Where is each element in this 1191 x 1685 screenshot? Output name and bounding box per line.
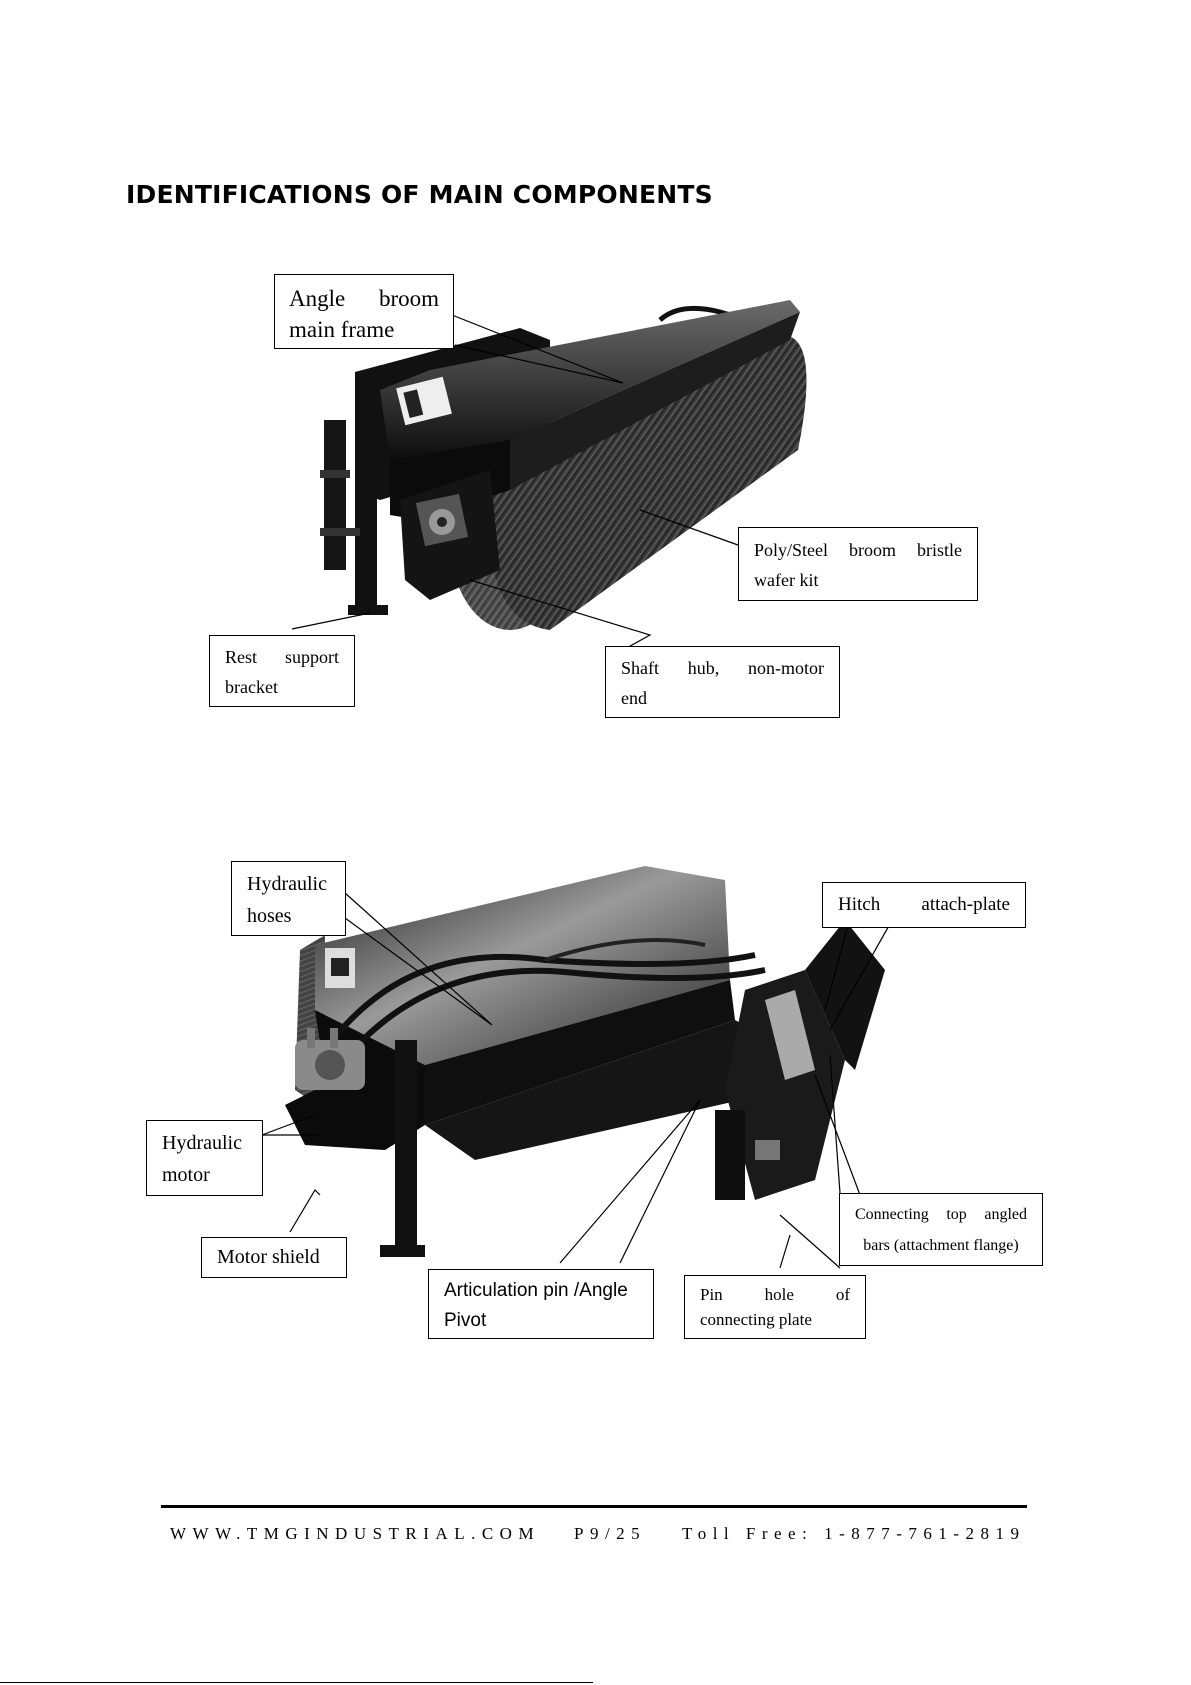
angle-broom-photo-rear: [285, 866, 885, 1257]
callout-rest-support-bracket: Rest support bracket: [209, 635, 355, 707]
angle-broom-photo-front: [320, 300, 807, 630]
callout-bristle-wafer-kit: Poly/Steel broom bristle wafer kit: [738, 527, 978, 601]
callout-connecting-top-angled-bars: Connecting top angled bars (attachment f…: [839, 1193, 1043, 1266]
footer-toll-free: Toll Free: 1-877-761-2819: [682, 1524, 1026, 1543]
footer-page-number: P9/25: [574, 1524, 647, 1543]
page-bottom-line: [0, 1682, 593, 1683]
callout-shaft-hub-non-motor-end: Shaft hub, non-motor end: [605, 646, 840, 718]
callout-hydraulic-hoses: Hydraulic hoses: [231, 861, 346, 936]
page-title: IDENTIFICATIONS OF MAIN COMPONENTS: [126, 180, 713, 209]
callout-angle-broom-main-frame: Angle broom main frame: [274, 274, 454, 349]
callout-articulation-pin-angle-pivot: Articulation pin /Angle Pivot: [428, 1269, 654, 1339]
callout-motor-shield: Motor shield: [201, 1237, 347, 1278]
callout-pin-hole-connecting-plate: Pin hole of connecting plate: [684, 1275, 866, 1339]
callout-hydraulic-motor: Hydraulic motor: [146, 1120, 263, 1196]
footer-website: WWW.TMGINDUSTRIAL.COM: [170, 1524, 541, 1543]
footer-divider: [161, 1505, 1027, 1508]
callout-hitch-attach-plate: Hitch attach-plate: [822, 882, 1026, 928]
